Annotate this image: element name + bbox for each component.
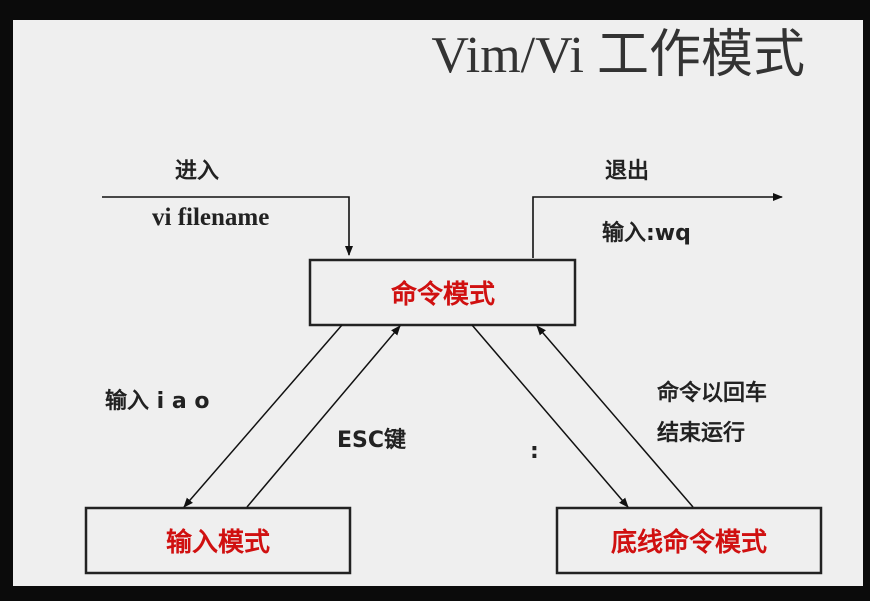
colon-label: : xyxy=(530,439,539,464)
last-line-mode-label: 底线命令模式 xyxy=(611,527,767,558)
to-insert-arrow xyxy=(183,324,343,508)
return-label-line2: 结束运行 xyxy=(657,420,745,446)
return-label-line1: 命令以回车 xyxy=(657,380,767,406)
exit-command: 输入:wq xyxy=(602,220,691,246)
to-insert-label: 输入 i a o xyxy=(105,388,209,414)
esc-label: ESC键 xyxy=(337,427,406,453)
enter-arrow xyxy=(102,196,353,256)
enter-command: vi filename xyxy=(152,204,269,231)
to-last-line-arrow xyxy=(471,324,629,508)
last-line-mode-box xyxy=(555,506,823,575)
insert-mode-label: 输入模式 xyxy=(166,527,270,558)
slide-background xyxy=(13,20,863,586)
esc-arrow xyxy=(246,325,401,508)
page-title: Vim/Vi 工作模式 xyxy=(431,27,805,84)
insert-mode-box xyxy=(84,506,352,575)
command-mode-label: 命令模式 xyxy=(391,279,495,310)
enter-label: 进入 xyxy=(175,159,219,184)
exit-arrow xyxy=(532,193,783,258)
back-to-command-arrow xyxy=(536,325,694,508)
command-mode-box xyxy=(308,258,577,327)
exit-label: 退出 xyxy=(605,159,649,184)
